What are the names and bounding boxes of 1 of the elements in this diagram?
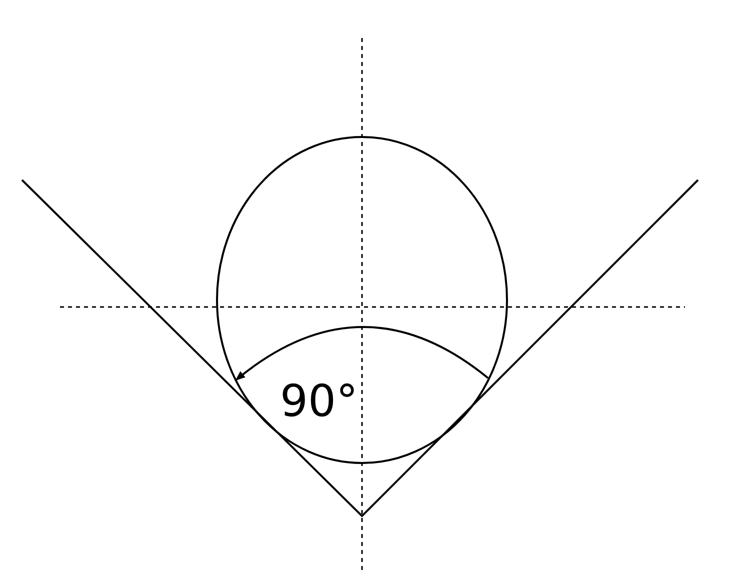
angle-label: 90° (280, 380, 358, 424)
